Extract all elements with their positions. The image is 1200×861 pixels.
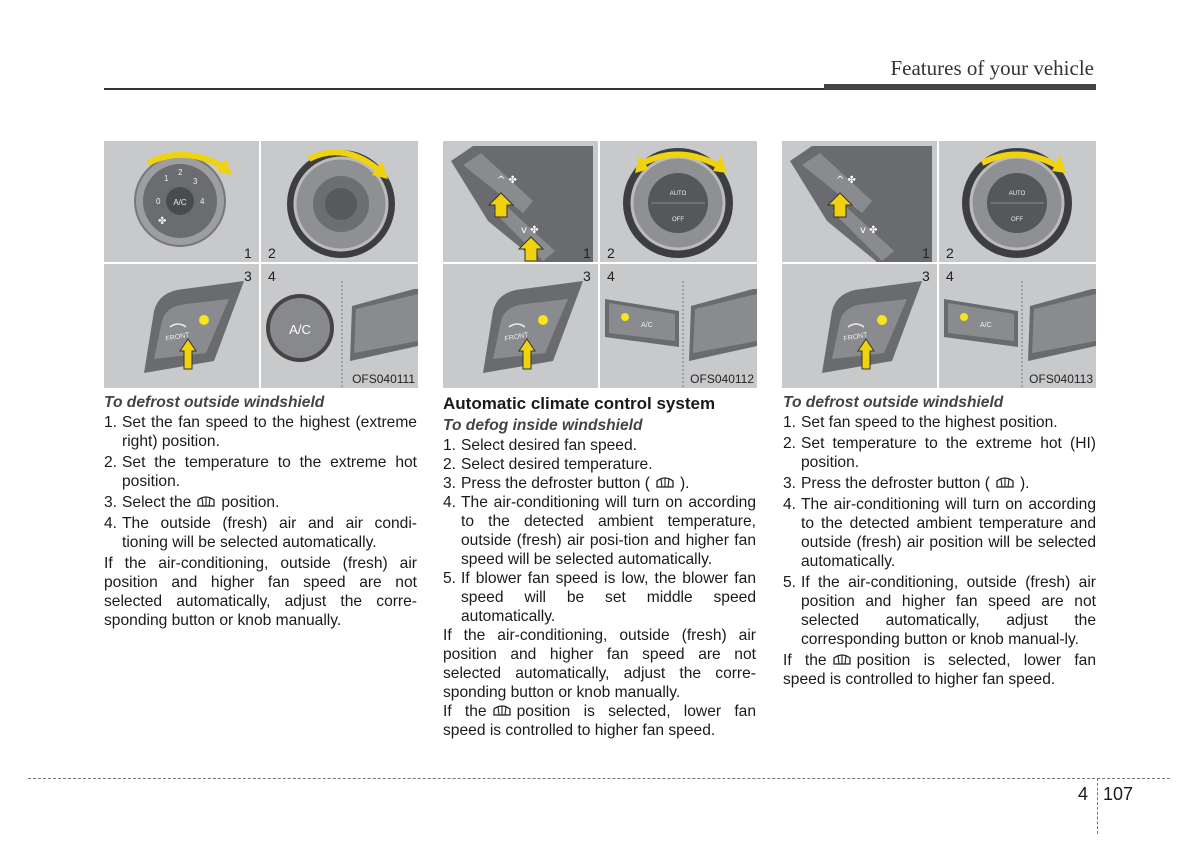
figure-label-3: 3 (922, 268, 930, 284)
figure-label-2: 2 (268, 245, 276, 261)
figure-label-4: 4 (268, 268, 276, 284)
figure-3: ^ ✤ v ✤ AUTO OFF FRONT A/C 1 2 3 4 OFS04… (782, 141, 1096, 388)
figure-3-illustration: ^ ✤ v ✤ AUTO OFF FRONT A/C (790, 146, 1096, 388)
svg-text:v ✤: v ✤ (521, 225, 538, 236)
footer-divider (28, 778, 1170, 779)
figure-divider-v (259, 141, 261, 388)
page-number: 107 (1103, 784, 1134, 804)
svg-text:0: 0 (156, 197, 161, 206)
svg-text:4: 4 (200, 197, 205, 206)
defrost-icon (656, 477, 674, 488)
list-item: 3.Press the defroster button (). (443, 475, 690, 492)
figure-label-1: 1 (583, 245, 591, 261)
figure-label-1: 1 (244, 245, 252, 261)
svg-text:3: 3 (193, 177, 198, 186)
chapter-number: 4 (1078, 784, 1089, 804)
footer-divider-v (1097, 778, 1098, 834)
figure-label-3: 3 (583, 268, 591, 284)
section-title: Automatic climate control system (443, 394, 716, 413)
list-item: 1.Select desired fan speed. (443, 437, 637, 454)
figure-1: A/C 0 1 2 3 4 ✤ FRONT A/C 1 2 3 4 OFS040… (104, 141, 418, 388)
svg-text:✤: ✤ (158, 216, 166, 227)
figure-label-2: 2 (946, 245, 954, 261)
paragraph: If the air-conditioning, outside (fresh)… (443, 627, 756, 701)
list-item: 4.The air-conditioning will turn on acco… (443, 494, 756, 568)
svg-text:A/C: A/C (980, 322, 992, 329)
svg-text:v ✤: v ✤ (860, 225, 877, 236)
list-item: 5.If the air-conditioning, outside (fres… (783, 574, 1096, 648)
figure-divider-v (937, 141, 939, 388)
figure-2: ^ ✤ v ✤ AUTO OFF FRONT A/C 1 2 3 4 OFS04… (443, 141, 757, 388)
list-item: 4.The outside (fresh) air and air condi-… (104, 515, 417, 551)
figure-code: OFS040112 (690, 372, 754, 386)
column-2: Automatic climate control system To defo… (443, 393, 756, 740)
list-item: 2.Select desired temperature. (443, 456, 653, 473)
figure-code: OFS040113 (1029, 372, 1093, 386)
paragraph: If the air-conditioning, outside (fresh)… (104, 555, 417, 629)
svg-text:2: 2 (178, 168, 183, 177)
figure-label-4: 4 (607, 268, 615, 284)
list-item: 5.If blower fan speed is low, the blower… (443, 570, 756, 625)
svg-text:1: 1 (164, 174, 169, 183)
defrost-icon (996, 477, 1014, 488)
figure-label-2: 2 (607, 245, 615, 261)
figure-label-4: 4 (946, 268, 954, 284)
svg-text:FRONT: FRONT (843, 332, 869, 343)
defrost-icon (197, 496, 216, 507)
figure-label-1: 1 (922, 245, 930, 261)
figure-divider-h (782, 262, 1096, 264)
header-rule-accent (824, 84, 1096, 90)
svg-text:AUTO: AUTO (1009, 191, 1026, 197)
header-rule (104, 88, 824, 90)
section-subtitle: To defrost outside windshield (104, 394, 325, 411)
svg-text:FRONT: FRONT (165, 332, 191, 343)
figure-code: OFS040111 (352, 372, 415, 386)
svg-text:FRONT: FRONT (504, 332, 530, 343)
figure-divider-h (443, 262, 757, 264)
svg-text:A/C: A/C (173, 198, 187, 207)
svg-text:OFF: OFF (672, 217, 684, 223)
list-item: 4.The air-conditioning will turn on acco… (783, 496, 1096, 570)
figure-label-3: 3 (244, 268, 252, 284)
column-3: To defrost outside windshield 1.Set fan … (783, 393, 1096, 689)
figure-1-illustration: A/C 0 1 2 3 4 ✤ FRONT A/C (134, 149, 418, 388)
svg-text:^ ✤: ^ ✤ (497, 175, 517, 186)
section-subtitle: To defrost outside windshield (783, 394, 1004, 411)
svg-text:^ ✤: ^ ✤ (836, 175, 856, 186)
svg-text:OFF: OFF (1011, 217, 1023, 223)
svg-text:AUTO: AUTO (670, 191, 687, 197)
page-header-title: Features of your vehicle (890, 56, 1094, 80)
list-item: 3.Press the defroster button (). (783, 475, 1030, 492)
svg-text:A/C: A/C (289, 322, 311, 337)
column-1: To defrost outside windshield 1.Set the … (104, 393, 417, 630)
section-subtitle: To defog inside windshield (443, 417, 643, 434)
list-item: 1.Set fan speed to the highest position. (783, 414, 1058, 431)
list-item: 2.Set temperature to the extreme hot (HI… (783, 435, 1096, 471)
figure-2-illustration: ^ ✤ v ✤ AUTO OFF FRONT A/C (451, 146, 757, 388)
list-item: 1.Set the fan speed to the highest (extr… (104, 414, 417, 450)
figure-divider-v (598, 141, 600, 388)
defrost-icon (832, 654, 851, 665)
defrost-icon (492, 705, 511, 716)
svg-text:A/C: A/C (641, 322, 653, 329)
figure-divider-h (104, 262, 418, 264)
list-item: 2.Set the temperature to the extreme hot… (104, 454, 417, 490)
